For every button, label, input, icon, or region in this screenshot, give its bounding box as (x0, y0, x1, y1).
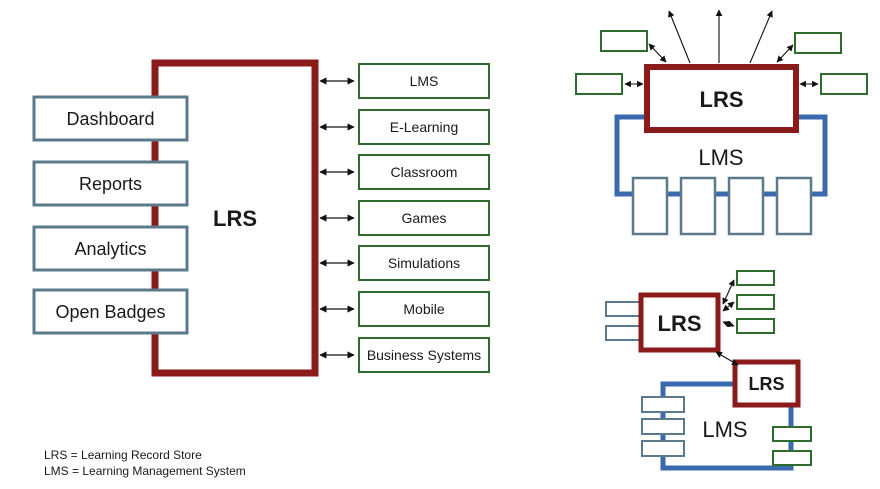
source-mobile-box (358, 291, 490, 327)
br-small-source-2 (736, 294, 775, 310)
output-boxes: Dashboard Reports Analytics Open Badges (32, 95, 189, 335)
br-module-2 (641, 418, 685, 435)
source-simulations-box (358, 245, 490, 281)
source-lms-box (358, 63, 490, 99)
br-lms-modules (641, 396, 685, 457)
output-analytics-box (32, 225, 189, 272)
source-arrows (319, 77, 355, 359)
tr-source-boxes (575, 30, 868, 95)
tr-lrs-label: LRS (700, 87, 744, 112)
legend: LRS = Learning Record Store LMS = Learni… (44, 447, 246, 479)
tr-source-4 (820, 73, 868, 95)
br-arrows (715, 279, 739, 366)
br-arrow-source-3 (722, 320, 735, 328)
tr-lms-label: LMS (698, 145, 743, 170)
output-reports-box (32, 160, 189, 207)
br-lrs-inner-box (732, 359, 801, 408)
br-small-sources (736, 270, 775, 334)
tr-module-3 (727, 176, 765, 236)
source-lms-label: LMS (410, 73, 439, 89)
tr-module-1 (631, 176, 669, 236)
bottom-right-diagram: LMS LRS LRS (605, 270, 812, 471)
tr-arrow-up-3 (749, 10, 773, 64)
tr-lms-modules (631, 176, 813, 236)
output-open-badges-box (32, 288, 189, 335)
br-arrow-source-1 (722, 279, 735, 305)
source-e-learning-box (358, 109, 490, 145)
tr-source-2 (575, 73, 623, 95)
tr-lrs-box (644, 64, 799, 133)
br-arrow-lrs-link (715, 351, 739, 366)
br-source-lms-2 (772, 450, 812, 466)
tr-arrow-source-1 (648, 43, 667, 63)
source-games-box (358, 200, 490, 236)
br-lrs-small-label: LRS (658, 311, 702, 336)
main-lrs-label: LRS (213, 206, 257, 231)
source-simulations-label: Simulations (388, 255, 460, 271)
br-module-3 (641, 440, 685, 457)
tr-arrow-up-1 (668, 10, 691, 64)
br-lms-sources (772, 426, 812, 466)
tr-source-1 (600, 30, 648, 52)
main-diagram: LRS Dashboard Reports Analytics Open Bad… (32, 59, 490, 377)
tr-arrows (624, 9, 819, 88)
output-open-badges-label: Open Badges (55, 302, 165, 322)
top-right-diagram: LMS LRS (575, 9, 868, 236)
legend-lrs: LRS = Learning Record Store (44, 448, 202, 462)
br-small-lrs-modules (605, 301, 649, 341)
source-business-systems-box (358, 337, 490, 373)
tr-arrow-source-3 (776, 44, 794, 63)
source-mobile-label: Mobile (403, 301, 444, 317)
br-source-lms-1 (772, 426, 812, 442)
source-business-systems-label: Business Systems (367, 347, 481, 363)
source-classroom-label: Classroom (391, 164, 458, 180)
output-dashboard-box (32, 95, 189, 142)
source-boxes: LMS E-Learning Classroom Games Simulatio… (358, 63, 490, 373)
tr-module-4 (775, 176, 813, 236)
br-lrs-small-box (638, 292, 721, 353)
br-arrow-source-2 (722, 301, 735, 312)
output-dashboard-label: Dashboard (66, 109, 154, 129)
output-reports-label: Reports (79, 174, 142, 194)
br-module-1 (641, 396, 685, 413)
legend-lms: LMS = Learning Management System (44, 464, 246, 478)
output-analytics-label: Analytics (74, 239, 146, 259)
br-small-source-1 (736, 270, 775, 286)
source-e-learning-label: E-Learning (390, 119, 459, 135)
br-small-source-3 (736, 318, 775, 334)
source-games-label: Games (401, 210, 446, 226)
br-lrs-inner-label: LRS (749, 374, 785, 394)
br-lms-label: LMS (702, 417, 747, 442)
tr-module-2 (679, 176, 717, 236)
tr-source-3 (794, 32, 842, 54)
source-classroom-box (358, 154, 490, 190)
